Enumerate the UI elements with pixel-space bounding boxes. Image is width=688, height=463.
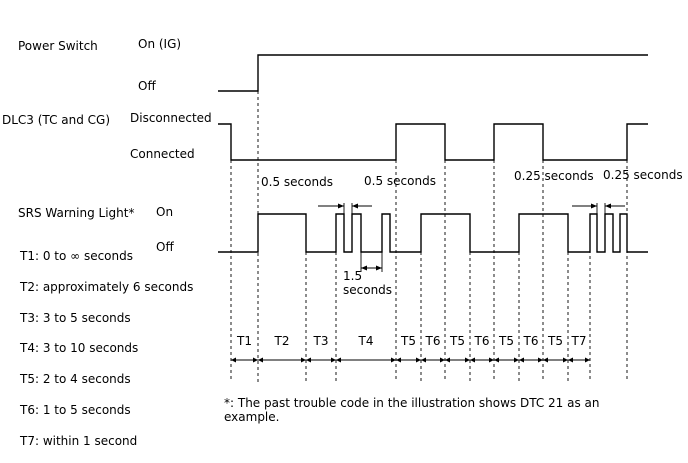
- period-arrow: [445, 357, 470, 363]
- interval-label-b: 0.5 seconds: [364, 174, 436, 188]
- srs-waveform: [218, 213, 648, 253]
- period-label: T4: [358, 334, 374, 348]
- period-label: T6: [523, 334, 539, 348]
- period-label: T5: [547, 334, 563, 348]
- dlc3-disconnected-label: Disconnected: [130, 111, 212, 125]
- period-arrow: [396, 357, 421, 363]
- power-switch-off-label: Off: [138, 79, 156, 93]
- interval-label-d: 0.25 seconds: [603, 168, 683, 182]
- srs-off-label: Off: [156, 240, 174, 254]
- power-switch-label: Power Switch: [18, 39, 98, 53]
- srs-label: SRS Warning Light*: [18, 206, 134, 220]
- period-label: T2: [274, 334, 290, 348]
- period-label: T1: [236, 334, 252, 348]
- period-arrow: [543, 357, 568, 363]
- period-arrow: [494, 357, 519, 363]
- period-arrow: [258, 357, 306, 363]
- period-label: T6: [474, 334, 490, 348]
- period-arrow: [421, 357, 445, 363]
- period-labels: T1 T2 T3 T4 T5 T6 T5 T6 T5 T6 T5 T7: [236, 334, 586, 348]
- footnote-line-1: *: The past trouble code in the illustra…: [224, 396, 599, 410]
- period-arrow: [231, 357, 258, 363]
- dlc3-connected-label: Connected: [130, 147, 195, 161]
- legend-item: T2: approximately 6 seconds: [19, 280, 193, 294]
- dlc3-label: DLC3 (TC and CG): [2, 113, 110, 127]
- period-arrow: [470, 357, 494, 363]
- period-arrows: [231, 357, 590, 363]
- pause-interval-unit: seconds: [343, 283, 392, 297]
- flash-interval-marker-1: [318, 203, 372, 214]
- legend-item: T7: within 1 second: [19, 434, 137, 448]
- interval-label-a: 0.5 seconds: [261, 175, 333, 189]
- footnote-line-2: example.: [224, 410, 279, 424]
- period-arrow: [519, 357, 543, 363]
- period-arrow: [306, 357, 336, 363]
- legend-item: T4: 3 to 10 seconds: [19, 341, 138, 355]
- dlc3-waveform: [218, 123, 648, 161]
- pause-interval-value: 1.5: [343, 269, 362, 283]
- period-label: T5: [400, 334, 416, 348]
- pause-interval-marker: [360, 252, 383, 272]
- period-arrow: [336, 357, 396, 363]
- legend-item: T5: 2 to 4 seconds: [19, 372, 131, 386]
- legend-item: T6: 1 to 5 seconds: [19, 403, 131, 417]
- srs-on-label: On: [156, 205, 173, 219]
- period-legend: T1: 0 to ∞ seconds T2: approximately 6 s…: [19, 249, 193, 448]
- period-label: T5: [498, 334, 514, 348]
- legend-item: T3: 3 to 5 seconds: [19, 311, 131, 325]
- period-arrow: [568, 357, 590, 363]
- period-label: T5: [449, 334, 465, 348]
- power-switch-on-label: On (IG): [138, 37, 181, 51]
- legend-item: T1: 0 to ∞ seconds: [19, 249, 133, 263]
- period-label: T3: [313, 334, 329, 348]
- period-label: T6: [425, 334, 441, 348]
- flash-interval-marker-2: [572, 203, 625, 214]
- period-label: T7: [571, 334, 587, 348]
- power-switch-waveform: [218, 54, 648, 92]
- interval-label-c: 0.25 seconds: [514, 169, 594, 183]
